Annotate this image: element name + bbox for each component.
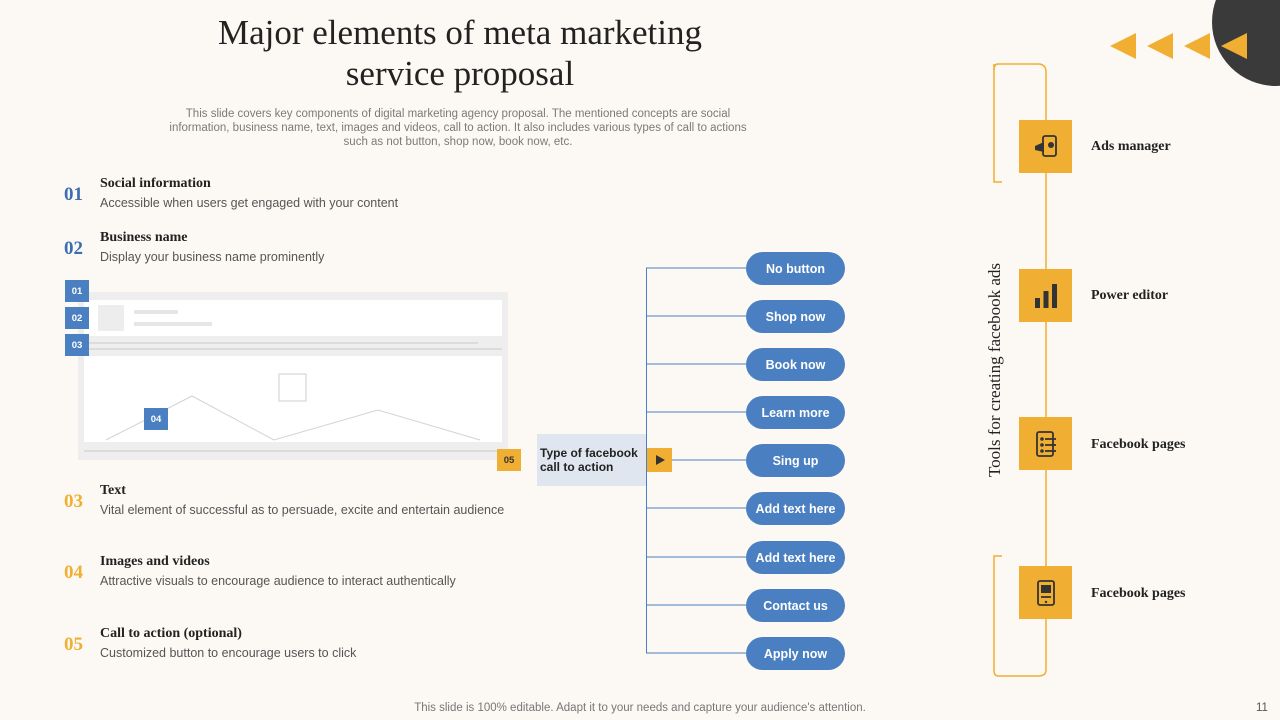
- element-item-social: 01 Social information Accessible when us…: [64, 176, 564, 216]
- item-number: 03: [64, 491, 83, 512]
- mockup-header: [84, 300, 502, 336]
- element-item-images: 04 Images and videos Attractive visuals …: [64, 554, 564, 594]
- tool-label: Ads manager: [1091, 139, 1171, 154]
- mockup-line: [134, 310, 178, 314]
- element-item-text: 03 Text Vital element of successful as t…: [64, 483, 564, 523]
- mockup-footer-line: [84, 450, 502, 452]
- post-mockup: [78, 292, 508, 460]
- item-number: 04: [64, 562, 83, 583]
- cta-button-book-now[interactable]: Book now: [746, 348, 845, 381]
- mockup-tag: 01: [65, 280, 89, 302]
- tools-vertical-label: Tools for creating facebook ads: [985, 262, 1004, 478]
- item-number: 01: [64, 184, 83, 205]
- item-heading: Text: [100, 483, 126, 498]
- mockup-tag: 03: [65, 334, 89, 356]
- cta-button-learn-more[interactable]: Learn more: [746, 396, 845, 429]
- triangle-arrow-icon: [1184, 33, 1210, 59]
- item-description: Vital element of successful as to persua…: [100, 503, 505, 517]
- mockup-text-line: [84, 342, 478, 344]
- mockup-tag: 02: [65, 307, 89, 329]
- item-description: Attractive visuals to encourage audience…: [100, 574, 456, 588]
- page-subtitle: This slide covers key components of digi…: [169, 108, 747, 148]
- bar-chart-icon: [1019, 269, 1072, 322]
- checklist-icon: [1019, 417, 1072, 470]
- item-description: Customized button to encourage users to …: [100, 646, 357, 660]
- cta-button-apply-now[interactable]: Apply now: [746, 637, 845, 670]
- triangle-arrow-icon: [1221, 33, 1247, 59]
- item-heading: Business name: [100, 230, 188, 245]
- mockup-avatar: [98, 305, 124, 331]
- item-description: Display your business name prominently: [100, 250, 325, 264]
- item-number: 02: [64, 238, 83, 259]
- item-heading: Call to action (optional): [100, 626, 242, 641]
- tools-bracket: [993, 63, 1047, 677]
- play-arrow-icon: [647, 448, 672, 472]
- footer-note: This slide is 100% editable. Adapt it to…: [414, 702, 866, 714]
- cta-button-add-text[interactable]: Add text here: [746, 541, 845, 574]
- triangle-arrow-icon: [1147, 33, 1173, 59]
- megaphone-icon: [1019, 120, 1072, 173]
- cta-button-no-button[interactable]: No button: [746, 252, 845, 285]
- mockup-tag: 04: [144, 408, 168, 430]
- page-number: 11: [1256, 702, 1268, 714]
- mobile-ad-icon: [1019, 566, 1072, 619]
- tool-label: Facebook pages: [1091, 586, 1186, 601]
- mockup-tag: 05: [497, 449, 521, 471]
- cta-button-contact-us[interactable]: Contact us: [746, 589, 845, 622]
- mockup-line: [134, 322, 212, 326]
- element-item-cta: 05 Call to action (optional) Customized …: [64, 626, 564, 666]
- item-number: 05: [64, 634, 83, 655]
- cta-button-sign-up[interactable]: Sing up: [746, 444, 845, 477]
- cta-button-shop-now[interactable]: Shop now: [746, 300, 845, 333]
- page-title: Major elements of meta marketing service…: [217, 13, 702, 93]
- mockup-text-line: [84, 348, 502, 350]
- item-description: Accessible when users get engaged with y…: [100, 196, 399, 210]
- tool-label: Facebook pages: [1091, 437, 1186, 452]
- item-heading: Images and videos: [100, 554, 210, 569]
- triangle-arrow-icon: [1110, 33, 1136, 59]
- item-heading: Social information: [100, 176, 211, 191]
- tool-label: Power editor: [1091, 288, 1169, 303]
- element-item-business: 02 Business name Display your business n…: [64, 230, 564, 270]
- cta-type-box: Type of facebook call to action: [537, 434, 647, 486]
- cta-button-add-text[interactable]: Add text here: [746, 492, 845, 525]
